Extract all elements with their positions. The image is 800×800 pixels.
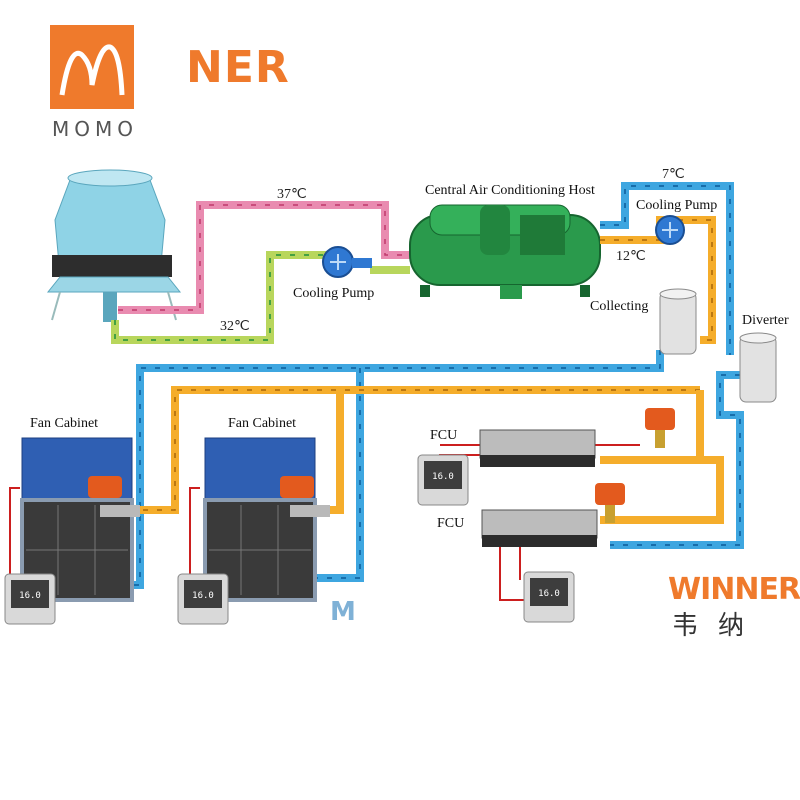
cooling-return-pipe <box>111 251 410 344</box>
diverter-tank <box>739 332 777 403</box>
logo-caption: MOMO <box>52 117 138 141</box>
brand-top-partial: NER <box>186 42 290 93</box>
temp-cooling-hot: 37℃ <box>277 187 307 202</box>
brand-winner: WINNER <box>668 572 800 607</box>
label-pump-left: Cooling Pump <box>293 286 375 301</box>
thermostat-fcu-1: 16.0 <box>417 454 469 506</box>
logo-mark-icon <box>59 44 125 96</box>
label-fcu-2: FCU <box>437 516 465 531</box>
temp-cooling-return: 32℃ <box>220 319 250 334</box>
label-diverter: Diverter <box>742 313 789 328</box>
collecting-tank <box>659 288 697 355</box>
label-fan-cabinet-2: Fan Cabinet <box>228 416 297 431</box>
thermostat-fan-cabinet-1: 16.0 <box>4 573 56 625</box>
thermostat-fcu-2: 16.0 <box>523 571 575 623</box>
fan-cabinet-1 <box>20 437 140 602</box>
thermostat-readout: 16.0 <box>192 591 214 601</box>
thermostat-readout: 16.0 <box>19 591 41 601</box>
label-central-host: Central Air Conditioning Host <box>425 183 595 198</box>
fcu-unit-2 <box>481 483 625 547</box>
cooling-tower <box>46 169 182 322</box>
label-collecting: Collecting <box>590 299 649 314</box>
temp-chilled-supply: 7℃ <box>662 167 685 182</box>
label-fcu-1: FCU <box>430 428 458 443</box>
thermostat-readout: 16.0 <box>432 472 454 482</box>
thermostat-fan-cabinet-2: 16.0 <box>177 573 229 625</box>
temp-chilled-return: 12℃ <box>616 249 646 264</box>
brand-winner-cn: 韦纳 <box>672 611 765 641</box>
label-pump-right: Cooling Pump <box>636 198 718 213</box>
fcu-unit-1 <box>479 408 675 467</box>
right-cooling-pump <box>655 215 685 245</box>
left-cooling-pump <box>322 246 372 278</box>
central-host <box>409 204 601 299</box>
thermostat-readout: 16.0 <box>538 589 560 599</box>
cooling-hot-pipe <box>118 201 410 314</box>
momo-logo <box>50 25 134 109</box>
watermark-m: M <box>330 597 356 627</box>
label-fan-cabinet-1: Fan Cabinet <box>30 416 99 431</box>
